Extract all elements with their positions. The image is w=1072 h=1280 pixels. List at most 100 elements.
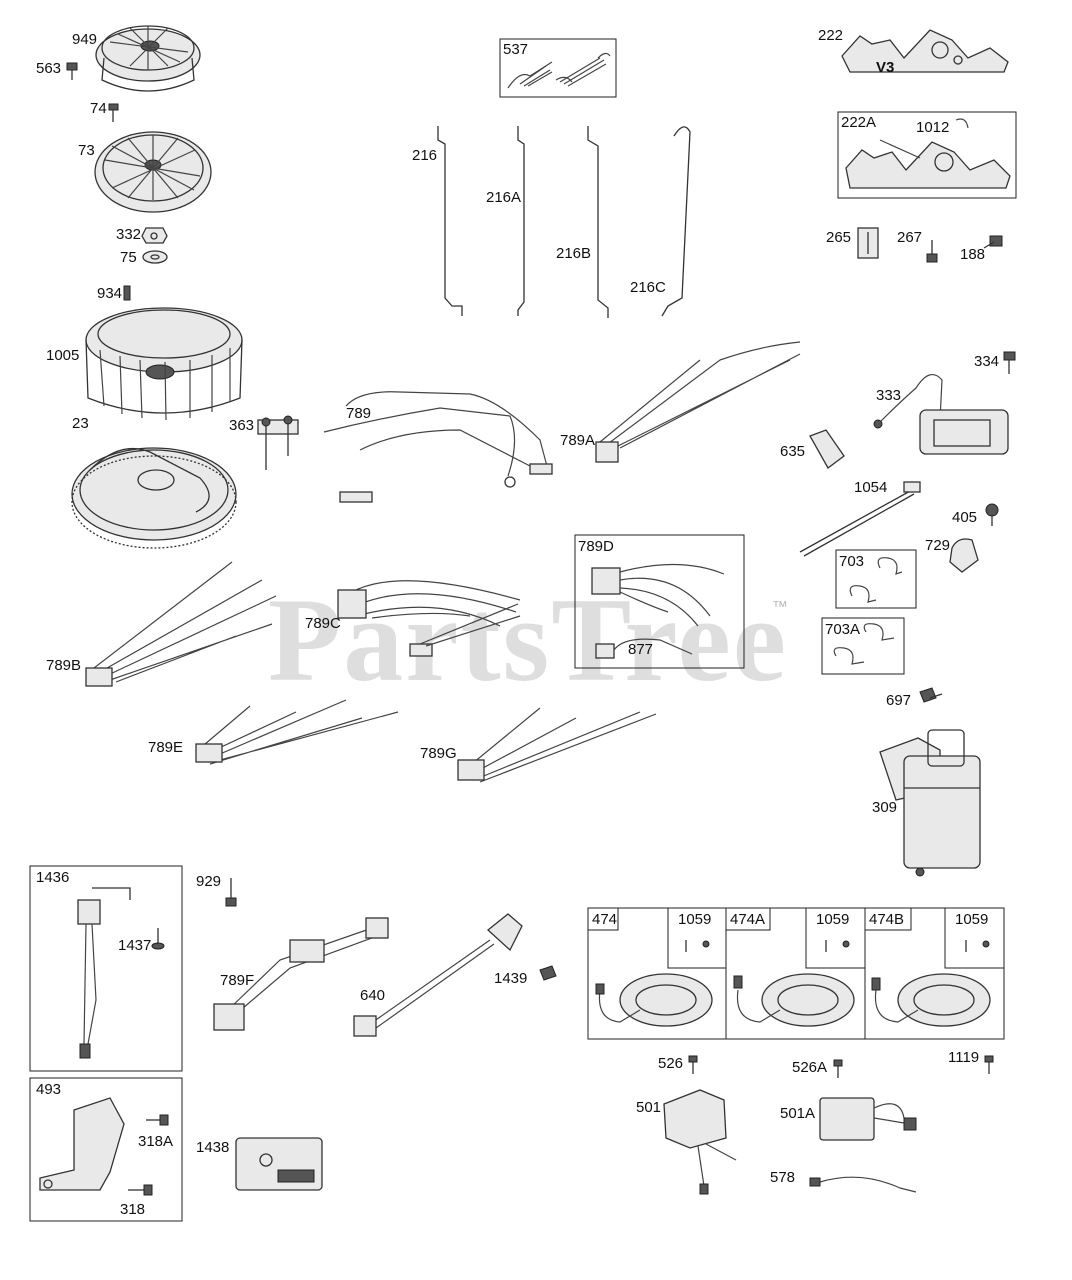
part-635-boot[interactable] bbox=[809, 429, 845, 469]
part-789A-harness[interactable] bbox=[595, 341, 801, 463]
part-23-flywheel[interactable] bbox=[71, 447, 237, 549]
part-73-fan[interactable] bbox=[94, 131, 212, 213]
part-309-starter[interactable] bbox=[879, 729, 981, 877]
part-703A-clamps[interactable] bbox=[833, 623, 895, 665]
label-729: 729 bbox=[925, 537, 950, 554]
part-1119-screw[interactable] bbox=[984, 1055, 994, 1074]
box-493 bbox=[29, 1077, 183, 1222]
label-493: 493 bbox=[36, 1081, 61, 1098]
part-1439-screw[interactable] bbox=[539, 965, 557, 981]
part-216C-rod[interactable] bbox=[661, 126, 691, 317]
label-789B: 789B bbox=[46, 657, 81, 674]
part-474-stator[interactable] bbox=[595, 940, 713, 1027]
box-222A bbox=[837, 111, 1017, 199]
part-789E-harness[interactable] bbox=[195, 699, 399, 765]
label-949: 949 bbox=[72, 31, 97, 48]
part-526A-screw[interactable] bbox=[833, 1059, 843, 1078]
box-537 bbox=[499, 38, 617, 98]
part-74-screw[interactable] bbox=[108, 103, 119, 122]
part-363-bracket[interactable] bbox=[257, 415, 299, 470]
part-929-screw[interactable] bbox=[225, 878, 237, 907]
label-216A: 216A bbox=[486, 189, 521, 206]
label-333: 333 bbox=[876, 387, 901, 404]
part-405-screw[interactable] bbox=[985, 503, 999, 526]
label-474B: 474B bbox=[869, 911, 904, 928]
part-1437-screw[interactable] bbox=[151, 928, 165, 950]
part-1436-switch-harness[interactable] bbox=[77, 887, 131, 1059]
label-578: 578 bbox=[770, 1169, 795, 1186]
box-703 bbox=[835, 549, 917, 609]
label-1439: 1439 bbox=[494, 970, 527, 987]
label-1438: 1438 bbox=[196, 1139, 229, 1156]
part-216A-rod[interactable] bbox=[517, 126, 525, 316]
part-789B-harness[interactable] bbox=[85, 561, 277, 687]
part-333-armature[interactable] bbox=[873, 373, 1009, 455]
box-1436 bbox=[29, 865, 183, 1072]
part-697-bolt[interactable] bbox=[919, 687, 943, 703]
label-563: 563 bbox=[36, 60, 61, 77]
part-334-screw[interactable] bbox=[1003, 351, 1016, 374]
label-789E: 789E bbox=[148, 739, 183, 756]
part-267-bolt[interactable] bbox=[926, 240, 938, 263]
part-493-bracket[interactable] bbox=[39, 1097, 125, 1191]
part-188-bolt[interactable] bbox=[983, 235, 1003, 249]
part-789G-harness[interactable] bbox=[457, 707, 657, 783]
label-537: 537 bbox=[503, 41, 528, 58]
label-789: 789 bbox=[346, 405, 371, 422]
part-1438-module[interactable] bbox=[235, 1137, 323, 1191]
label-474A: 474A bbox=[730, 911, 765, 928]
part-265-clip[interactable] bbox=[857, 227, 879, 259]
label-1437: 1437 bbox=[118, 937, 151, 954]
part-222-bracket[interactable] bbox=[841, 29, 1009, 73]
part-949-blower-housing[interactable] bbox=[95, 25, 201, 92]
part-1005-fan-flywheel[interactable] bbox=[85, 307, 243, 421]
label-267: 267 bbox=[897, 229, 922, 246]
part-789-harness[interactable] bbox=[323, 391, 553, 503]
label-1436: 1436 bbox=[36, 869, 69, 886]
part-318-screw[interactable] bbox=[128, 1184, 153, 1196]
label-501: 501 bbox=[636, 1099, 661, 1116]
part-537-springs[interactable] bbox=[507, 52, 611, 89]
part-640-cable[interactable] bbox=[353, 913, 523, 1037]
label-1119: 1119 bbox=[948, 1049, 979, 1066]
label-222: 222 bbox=[818, 27, 843, 44]
label-216B: 216B bbox=[556, 245, 591, 262]
label-703: 703 bbox=[839, 553, 864, 570]
part-1054-tie[interactable] bbox=[799, 481, 921, 557]
label-474: 474 bbox=[592, 911, 617, 928]
part-934-key[interactable] bbox=[123, 285, 131, 301]
label-789A: 789A bbox=[560, 432, 595, 449]
part-789D-harness[interactable] bbox=[591, 563, 725, 659]
label-1012: 1012 bbox=[916, 119, 949, 136]
part-703-clamps[interactable] bbox=[849, 557, 903, 603]
label-703A: 703A bbox=[825, 621, 860, 638]
watermark-trademark: ™ bbox=[772, 599, 788, 616]
part-563-screw[interactable] bbox=[66, 62, 78, 80]
part-789C-harness[interactable] bbox=[337, 580, 521, 657]
part-789F-harness[interactable] bbox=[213, 917, 389, 1031]
part-501-regulator[interactable] bbox=[663, 1089, 737, 1195]
part-474B-stator[interactable] bbox=[871, 940, 991, 1027]
label-789D: 789D bbox=[578, 538, 614, 555]
part-474A-stator[interactable] bbox=[733, 940, 855, 1027]
label-334: 334 bbox=[974, 353, 999, 370]
part-75-washer[interactable] bbox=[142, 250, 168, 264]
part-318A-screw[interactable] bbox=[146, 1114, 169, 1126]
label-188: 188 bbox=[960, 246, 985, 263]
part-578-cable[interactable] bbox=[809, 1176, 917, 1193]
part-332-nut[interactable] bbox=[141, 227, 168, 244]
part-526-screw[interactable] bbox=[688, 1055, 698, 1074]
part-216-rod[interactable] bbox=[437, 126, 463, 316]
box-789D bbox=[574, 534, 745, 669]
label-1059-c: 1059 bbox=[955, 911, 988, 928]
part-729-clip[interactable] bbox=[949, 538, 979, 573]
label-318: 318 bbox=[120, 1201, 145, 1218]
part-216B-rod[interactable] bbox=[587, 126, 609, 318]
part-222A-bracket-assembly[interactable] bbox=[845, 118, 1011, 189]
label-1059-a: 1059 bbox=[678, 911, 711, 928]
label-526: 526 bbox=[658, 1055, 683, 1072]
label-216C: 216C bbox=[630, 279, 666, 296]
part-501A-regulator[interactable] bbox=[819, 1097, 917, 1141]
label-74: 74 bbox=[90, 100, 107, 117]
